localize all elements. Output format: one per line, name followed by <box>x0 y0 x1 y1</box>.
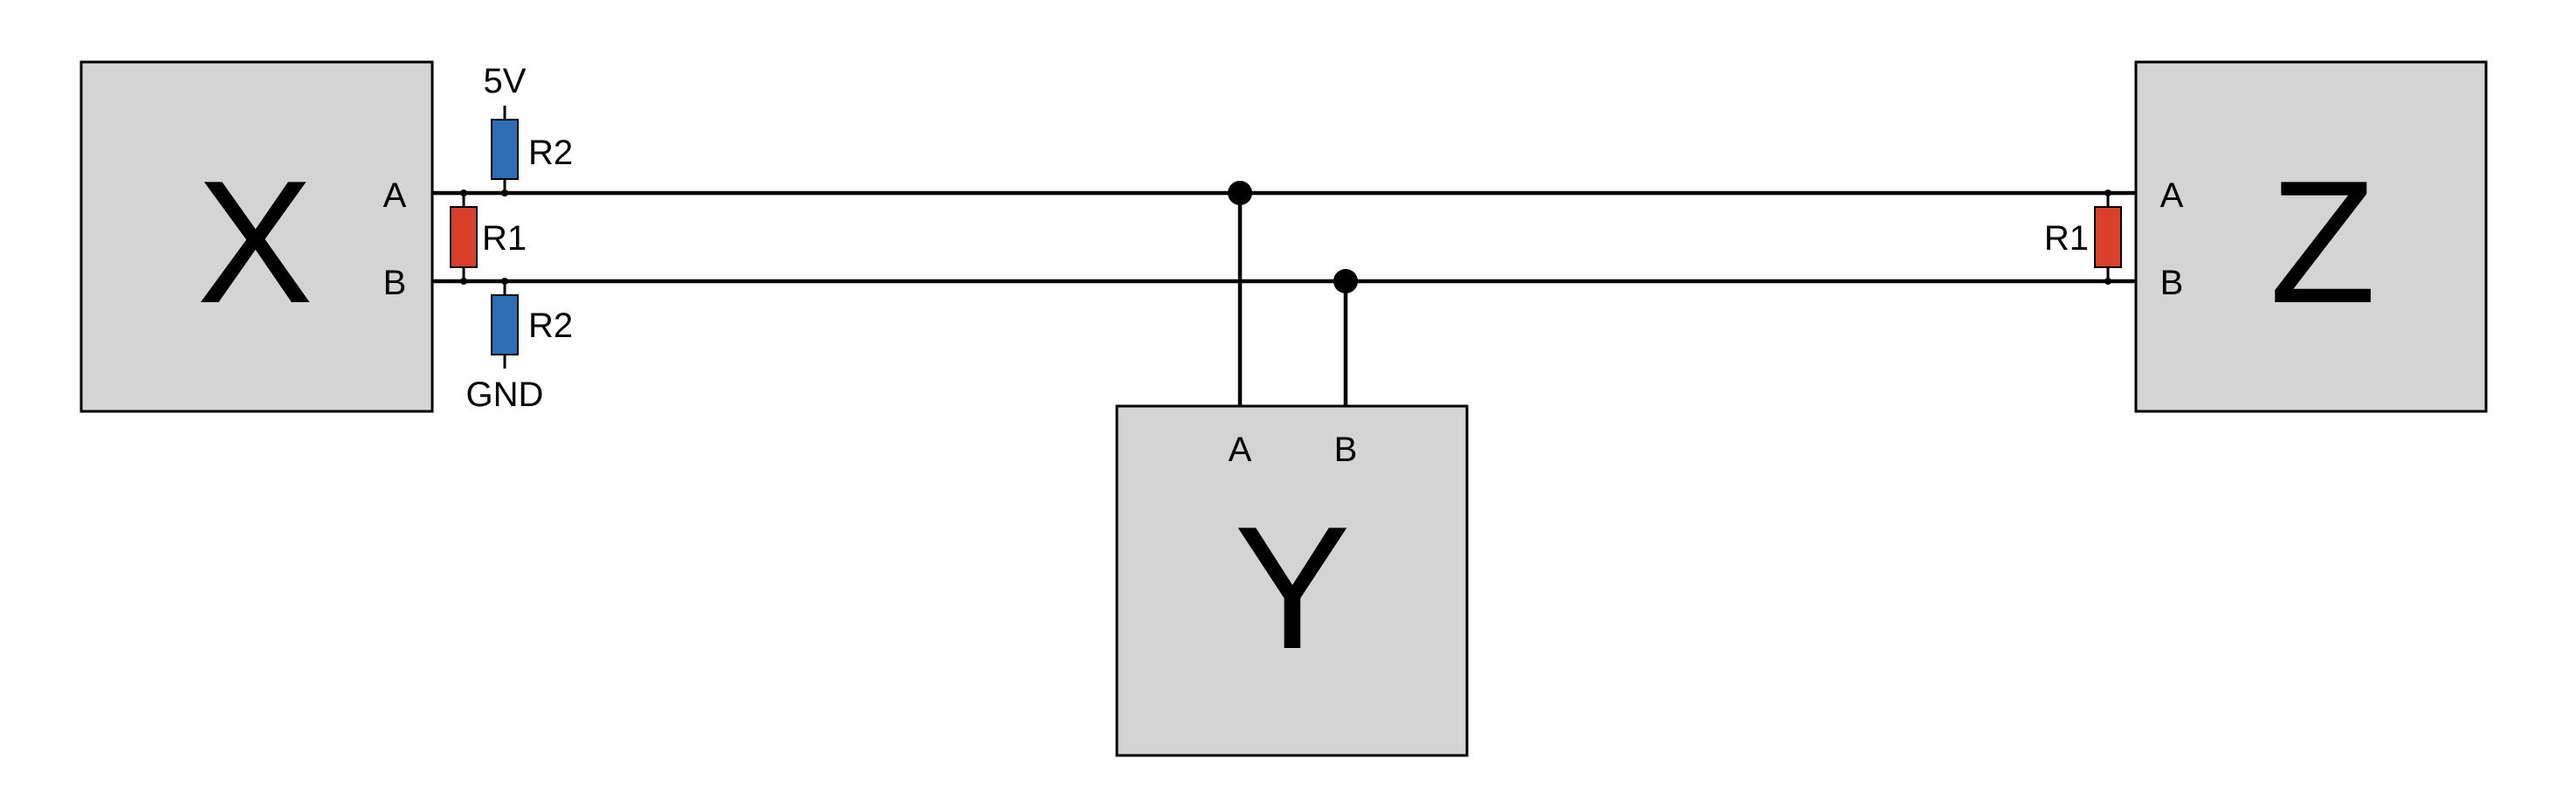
supply-5v-label: 5V <box>484 62 527 100</box>
pullup-resistor: R2 5V <box>484 62 573 196</box>
resistor-r1-right <box>2094 206 2122 268</box>
node-z-pin-b: B <box>2160 264 2184 302</box>
node-z-box <box>2134 60 2488 413</box>
node-y: Y A B <box>1115 404 1469 757</box>
node-y-pin-a: A <box>1229 431 1252 469</box>
node-y-pin-b: B <box>1334 431 1358 469</box>
junction-dot-b <box>1333 269 1358 293</box>
node-x-pin-b: B <box>383 264 407 302</box>
node-y-box <box>1115 404 1469 757</box>
termination-resistor-right: R1 <box>2044 190 2122 285</box>
node-z-pin-a: A <box>2160 176 2184 215</box>
ground-gnd-label: GND <box>466 376 544 414</box>
resistor-r1-left <box>450 206 478 268</box>
junction-dot-a <box>1228 181 1252 205</box>
pulldown-resistor: R2 GND <box>466 278 573 414</box>
resistor-r1-right-label: R1 <box>2044 219 2089 258</box>
node-z: Z A B <box>2134 60 2488 413</box>
resistor-r2-top <box>491 119 519 180</box>
node-x-pin-a: A <box>383 176 407 215</box>
resistor-r2-bottom-label: R2 <box>528 307 573 345</box>
resistor-r2-top-label: R2 <box>528 134 573 172</box>
node-z-label: Z <box>2269 145 2376 340</box>
termination-resistor-left: R1 <box>450 190 527 285</box>
resistor-r1-left-label: R1 <box>482 219 527 258</box>
node-x: X A B <box>79 60 434 413</box>
node-x-box <box>79 60 434 413</box>
node-x-label: X <box>196 145 313 340</box>
node-y-label: Y <box>1234 491 1350 686</box>
resistor-r2-bottom <box>491 294 519 355</box>
